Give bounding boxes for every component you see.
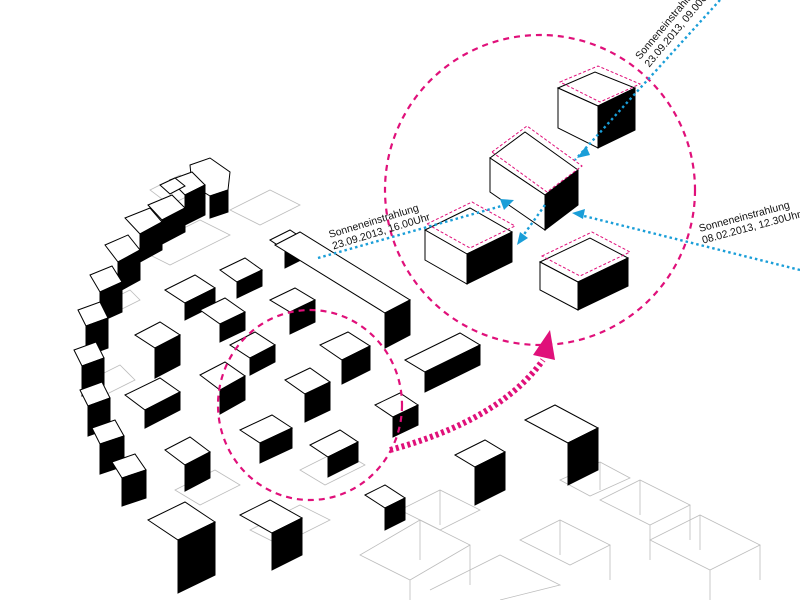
site-building-blocks [124, 229, 600, 594]
label-ray-top: Sonneneinstrahlung 23.09.2013, 09.00Uhr [633, 0, 717, 70]
sun-ray-right [572, 209, 800, 272]
site-highlight-circle [216, 308, 404, 502]
sun-ray-top [574, 0, 721, 161]
zoom-arrow [389, 330, 555, 453]
label-ray-right: Sonneneinstrahlung 08.02.2013, 12.30Uhr [698, 197, 800, 247]
curved-perimeter-building [73, 157, 231, 507]
sun-ray-left [317, 199, 546, 260]
label-ray-left: Sonneneinstrahlung 23.09.2013, 16.00Uhr [327, 200, 432, 253]
detail-building-left [423, 201, 517, 285]
detail-building-top [556, 65, 642, 149]
detail-building-middle [489, 125, 583, 232]
context-buildings [89, 174, 761, 600]
detail-building-right [538, 231, 632, 311]
